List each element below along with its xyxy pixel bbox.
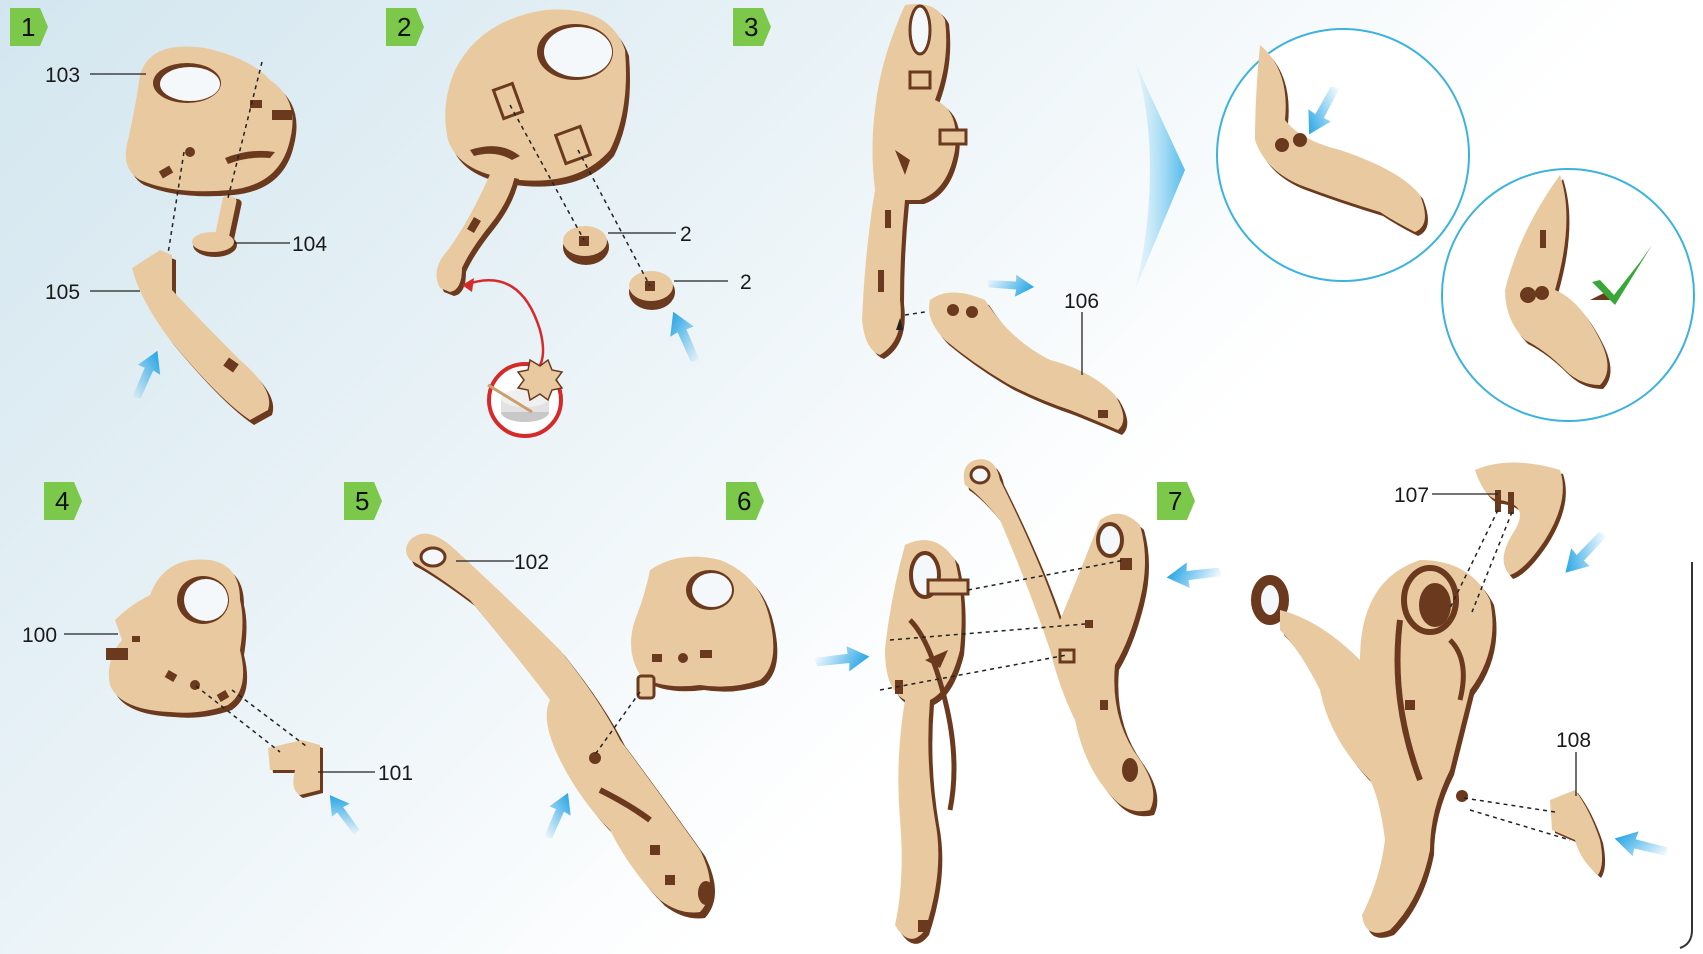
step-number: 2 [397,12,411,42]
detail-circle-correct [1442,169,1694,421]
part-body-plate [445,10,630,187]
chevron-arrow-icon [1135,62,1185,290]
part-label-104: 104 [292,233,327,256]
glue-pot-icon [488,360,562,436]
blue-arrow-icon [1165,550,1223,600]
step-badge-5: 5 [344,482,382,520]
blue-arrow-icon [1614,827,1668,865]
step-number: 1 [21,12,35,42]
step-badge-7: 7 [1157,482,1195,520]
page-corner-line [1680,562,1692,948]
part-100 [106,559,247,717]
step-badge-4: 4 [44,482,82,520]
part-107 [1475,463,1566,580]
step-7-parts: 107 108 [1256,463,1668,938]
part-label-106: 106 [1064,290,1099,313]
part-left-assembly [885,540,968,944]
step-number: 3 [744,12,758,42]
part-106 [929,293,1127,436]
blue-arrow-icon [1563,525,1608,582]
part-label-102: 102 [514,551,549,574]
step-4-parts: 100 101 [22,559,413,836]
part-label-105: 105 [45,281,80,304]
detail-circle-wrong [1217,29,1469,281]
part-washer-1 [563,226,609,265]
step-1-parts: 103 104 105 [45,47,327,425]
part-body-plate-5 [631,557,777,698]
part-108 [1550,790,1605,878]
step-6-parts [813,459,1223,944]
part-label-101: 101 [378,762,413,785]
step-badge-6: 6 [726,482,764,520]
part-101 [268,740,323,798]
step-number: 5 [355,486,369,516]
step-badge-3: 3 [733,8,771,46]
part-label-100: 100 [22,624,57,647]
step-number: 6 [737,486,751,516]
step-5-parts: 102 [406,534,777,919]
part-label-2a: 2 [680,223,692,246]
blue-arrow-icon [544,793,571,838]
part-label-103: 103 [45,64,80,87]
step-2-parts: 2 2 [436,10,751,437]
part-label-2b: 2 [740,271,752,294]
step-number: 7 [1168,486,1182,516]
blue-arrow-icon [670,312,699,362]
step-badge-2: 2 [386,8,424,46]
step-number: 4 [55,486,69,516]
part-label-107: 107 [1394,484,1429,507]
part-leg [436,170,519,296]
step-3-parts: 106 [862,4,1694,435]
part-washer-2 [629,271,675,310]
part-103 [126,47,297,197]
blue-arrow-icon [813,634,871,684]
part-main-assembly [1256,560,1497,938]
part-104 [192,195,242,257]
blue-arrow-icon [986,266,1035,304]
blue-arrow-icon [132,351,160,399]
blue-arrow-icon [318,793,368,836]
step-badge-1: 1 [10,8,48,46]
part-right-assembly [964,459,1158,816]
part-105 [132,250,273,425]
part-label-108: 108 [1556,729,1591,752]
